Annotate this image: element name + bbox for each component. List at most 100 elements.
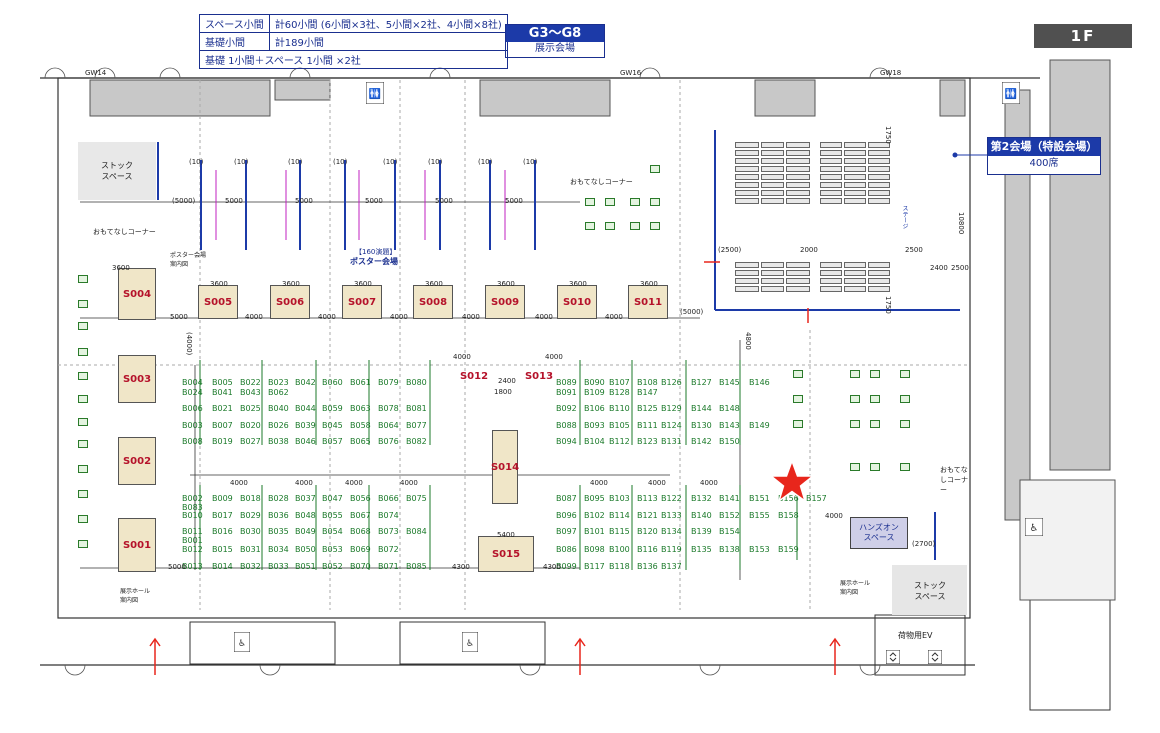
rest-table	[850, 420, 860, 428]
dimension-label: 2400	[930, 264, 948, 272]
dimension-label: 10800	[957, 212, 965, 235]
basic-booth-label: B027	[240, 437, 261, 446]
basic-booth-label: B020	[240, 421, 261, 430]
rest-table	[850, 463, 860, 471]
dimension-label: 2400	[498, 377, 516, 385]
basic-booth-label: B040	[268, 404, 289, 413]
rest-table	[605, 198, 615, 206]
dimension-label: 4300	[452, 563, 470, 571]
space-booth: S003	[118, 355, 156, 403]
dimension-label: (10)	[383, 158, 398, 166]
basic-booth-label: B145	[719, 378, 740, 387]
dimension-label: (10)	[189, 158, 204, 166]
basic-booth-label: B102	[584, 511, 605, 520]
basic-booth-label: B143	[719, 421, 740, 430]
dimension-label: (10)	[288, 158, 303, 166]
basic-booth-label: B094	[556, 437, 577, 446]
basic-booth-label: B060	[322, 378, 343, 387]
basic-booth-label: B152	[719, 511, 740, 520]
basic-booth-label: B021	[212, 404, 233, 413]
basic-booth-label: B117	[584, 562, 605, 571]
basic-booth-label: B072	[378, 545, 399, 554]
basic-booth-label: B128	[609, 388, 630, 397]
rest-table	[630, 222, 640, 230]
basic-booth-label: B023	[268, 378, 289, 387]
dimension-label: (10)	[478, 158, 493, 166]
basic-booth-label: B031	[240, 545, 261, 554]
dimension-label: 3600	[569, 280, 587, 288]
basic-booth-label: B153	[749, 545, 770, 554]
basic-booth-label: B028	[268, 494, 289, 503]
space-booth: S007	[342, 285, 382, 319]
basic-booth-label: B058	[350, 421, 371, 430]
space-booth: S005	[198, 285, 238, 319]
basic-booth-label: B106	[584, 404, 605, 413]
dimension-label: 1750	[884, 296, 892, 314]
dimension-label: 4000	[400, 479, 418, 487]
basic-booth-label: B098	[584, 545, 605, 554]
basic-booth-label: B113	[637, 494, 658, 503]
basic-booth-label: B006	[182, 404, 203, 413]
basic-booth-label: B099	[556, 562, 577, 571]
basic-booth-label: B148	[719, 404, 740, 413]
rest-table	[870, 370, 880, 378]
dimension-label: 3600	[210, 280, 228, 288]
basic-booth-label: B115	[609, 527, 630, 536]
info-label: スペース小間	[199, 14, 270, 33]
basic-booth-label: B146	[749, 378, 770, 387]
basic-booth-label: B142	[691, 437, 712, 446]
basic-booth-label: B049	[295, 527, 316, 536]
basic-booth-label: B090	[584, 378, 605, 387]
wheelchair-icon: ♿	[1025, 518, 1043, 536]
hall-title: G3〜G8	[506, 25, 604, 42]
basic-booth-label: B042	[295, 378, 316, 387]
basic-booth-label: B063	[350, 404, 371, 413]
rest-table	[78, 372, 88, 380]
basic-booth-label: B136	[637, 562, 658, 571]
basic-booth-label: B013	[182, 562, 203, 571]
restroom-icon: ♿	[234, 632, 250, 652]
info-value: 計60小間 (6小間×3社、5小間×2社、4小間×8社)	[268, 14, 508, 33]
basic-booth-label: B065	[350, 437, 371, 446]
rest-table	[900, 420, 910, 428]
dimension-label: 3600	[282, 280, 300, 288]
gate-label: GW14	[85, 69, 107, 77]
omotenashi-label: おもてなしコーナー	[93, 228, 156, 236]
basic-booth-label: B014	[212, 562, 233, 571]
dimension-label: 5400	[497, 531, 515, 539]
basic-booth-label: B002	[182, 494, 203, 503]
basic-booth-label: B066	[378, 494, 399, 503]
basic-booth-label: B018	[240, 494, 261, 503]
basic-booth-label: B036	[268, 511, 289, 520]
basic-booth-label: B081	[406, 404, 427, 413]
dimension-label: 4000	[230, 479, 248, 487]
basic-booth-label: B022	[240, 378, 261, 387]
dimension-label: 4000	[453, 353, 471, 361]
basic-booth-label: B116	[637, 545, 658, 554]
rest-table	[78, 540, 88, 548]
space-booth: S006	[270, 285, 310, 319]
basic-booth-label: B053	[322, 545, 343, 554]
restroom-icon: 🚻	[1002, 82, 1020, 104]
basic-booth-label: B038	[268, 437, 289, 446]
basic-booth-label: B019	[212, 437, 233, 446]
basic-booth-label: B134	[661, 527, 682, 536]
basic-booth-label: B139	[691, 527, 712, 536]
basic-booth-label: B112	[609, 437, 630, 446]
dimension-label: 5000	[435, 197, 453, 205]
info-label: 基礎小間	[199, 32, 270, 51]
gate-label: GW18	[880, 69, 902, 77]
rest-table	[650, 165, 660, 173]
basic-booth-label: B149	[749, 421, 770, 430]
basic-booth-label: B071	[378, 562, 399, 571]
dimension-label: (4000)	[185, 332, 193, 356]
poster-count-label: 【160演題】	[355, 248, 397, 256]
seating-block	[820, 142, 890, 204]
info-label: 基礎 1小間＋スペース 1小間 ×2社	[199, 50, 508, 69]
basic-booth-label: B096	[556, 511, 577, 520]
basic-booth-label: B100	[609, 545, 630, 554]
basic-booth-label: B093	[584, 421, 605, 430]
dimension-label: (5000)	[680, 308, 704, 316]
basic-booth-label: B101	[584, 527, 605, 536]
